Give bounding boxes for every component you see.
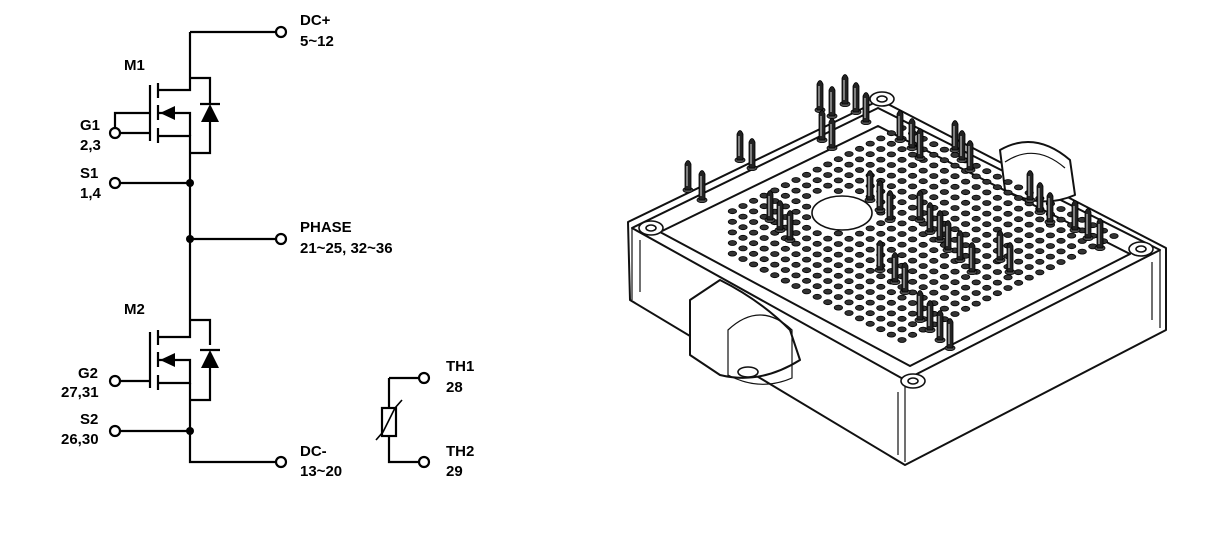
pin: [906, 118, 918, 151]
pin: [914, 290, 926, 323]
g2-pins: 27,31: [61, 384, 99, 401]
diode-m2: [201, 350, 219, 368]
dc-minus-pins: 13~20: [300, 463, 342, 480]
pin: [934, 310, 946, 343]
th2-terminal: [417, 455, 431, 469]
pin: [966, 242, 978, 275]
pin: [884, 190, 896, 223]
pin: [944, 318, 956, 351]
pin: [814, 80, 826, 114]
g1-label: G1: [80, 117, 100, 134]
pin: [954, 230, 966, 263]
pin: [914, 190, 926, 223]
pin: [894, 110, 906, 143]
pin: [696, 170, 708, 203]
pin: [994, 230, 1006, 263]
pin: [764, 190, 776, 223]
pin: [949, 120, 961, 153]
pin: [924, 202, 936, 235]
th2-pins: 29: [446, 463, 463, 480]
module-top-face: [659, 125, 1131, 367]
pin: [964, 140, 976, 173]
mosfet-m1: [113, 76, 220, 155]
diode-m1: [201, 104, 219, 122]
dc-minus-label: DC-: [300, 443, 327, 460]
m2-label: M2: [124, 301, 145, 318]
pin: [734, 130, 746, 163]
pin: [956, 130, 968, 163]
dc-plus-terminal: [274, 25, 288, 39]
schematic: DC+ 5~12 M1 G1 2,3 S1 1,4 PHASE 21~25, 3…: [61, 12, 474, 480]
dc-plus-wire: [188, 30, 277, 78]
pin: [899, 262, 911, 295]
pin: [784, 210, 796, 243]
pin: [874, 240, 886, 273]
g1-terminal: [108, 126, 122, 140]
mosfet-m2: [148, 318, 220, 402]
thermistor: [375, 376, 420, 464]
th1-label: TH1: [446, 358, 474, 375]
g1-pins: 2,3: [80, 137, 101, 154]
pin: [1044, 192, 1056, 225]
pin: [860, 92, 872, 126]
s1-terminal: [108, 176, 122, 190]
press-fit-pins: [682, 74, 1106, 351]
center-hole: [811, 195, 873, 231]
dc-plus-pins: 5~12: [300, 33, 334, 50]
th1-pins: 28: [446, 379, 463, 396]
pin: [774, 200, 786, 233]
g2-label: G2: [78, 365, 98, 382]
pin: [746, 138, 758, 171]
pin: [839, 74, 851, 108]
pin: [826, 86, 838, 120]
pin: [889, 252, 901, 285]
dc-plus-label: DC+: [300, 12, 331, 29]
dc-minus-terminal: [274, 455, 288, 469]
s1-label: S1: [80, 165, 98, 182]
phase-label: PHASE: [300, 219, 352, 236]
pin: [1094, 218, 1106, 251]
pin: [1082, 208, 1094, 241]
pin: [874, 180, 886, 213]
pin: [864, 170, 876, 203]
pin: [1024, 170, 1036, 203]
pin: [1069, 200, 1081, 233]
module-drawing: [627, 74, 1167, 466]
g2-terminal: [108, 374, 122, 388]
pin: [1034, 182, 1046, 215]
pin: [682, 160, 694, 193]
pin: [816, 110, 828, 143]
th2-label: TH2: [446, 443, 474, 460]
s2-pins: 26,30: [61, 431, 99, 448]
s2-label: S2: [80, 411, 98, 428]
m1-label: M1: [124, 57, 145, 74]
pin: [942, 220, 954, 253]
pin: [850, 82, 862, 116]
th1-terminal: [417, 371, 431, 385]
pin: [826, 118, 838, 151]
s1-pins: 1,4: [80, 185, 102, 202]
phase-pins: 21~25, 32~36: [300, 240, 393, 257]
pin: [924, 300, 936, 333]
phase-terminal: [274, 232, 288, 246]
pin: [914, 128, 926, 161]
s2-terminal: [108, 424, 122, 438]
pin: [934, 210, 946, 243]
pin: [1004, 242, 1016, 275]
